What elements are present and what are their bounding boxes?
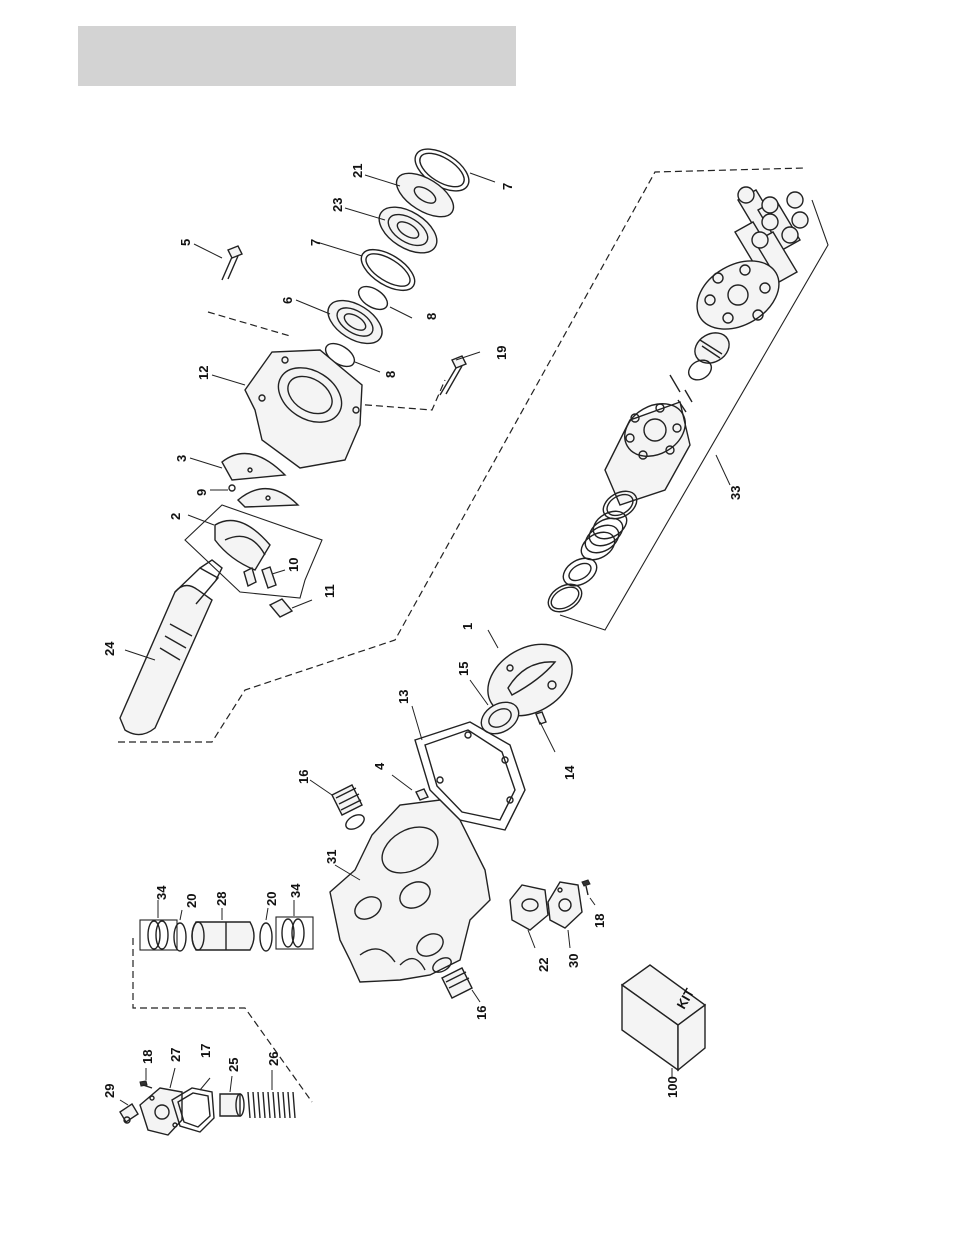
part-25-plug bbox=[220, 1094, 244, 1116]
callout-28: 28 bbox=[214, 892, 229, 906]
part-33-cylinder-block bbox=[605, 393, 695, 505]
part-18-screw-right bbox=[582, 880, 590, 895]
part-5-bolt bbox=[222, 246, 242, 280]
part-20-oring-right bbox=[260, 923, 272, 951]
callout-1: 1 bbox=[460, 623, 475, 630]
part-33-ball-guide bbox=[689, 327, 734, 369]
callout-19: 19 bbox=[494, 346, 509, 360]
callout-14: 14 bbox=[562, 765, 577, 780]
callout-8-lower: 8 bbox=[383, 371, 398, 378]
callout-25: 25 bbox=[226, 1058, 241, 1072]
callout-11: 11 bbox=[322, 584, 337, 598]
callout-10: 10 bbox=[286, 558, 301, 572]
part-34-rings-right bbox=[282, 919, 304, 947]
part-16-plug-bottom bbox=[430, 955, 472, 998]
part-4-pin bbox=[416, 789, 428, 800]
callout-30: 30 bbox=[566, 954, 581, 968]
dashed-group-line-shaft bbox=[118, 168, 805, 742]
callout-24: 24 bbox=[102, 641, 117, 656]
callout-33: 33 bbox=[728, 486, 743, 500]
callout-5: 5 bbox=[178, 239, 193, 246]
part-31-main-housing bbox=[330, 800, 490, 982]
callout-26: 26 bbox=[266, 1052, 281, 1066]
callout-6: 6 bbox=[280, 297, 295, 304]
part-10-pin bbox=[262, 567, 276, 588]
callout-27: 27 bbox=[168, 1048, 183, 1062]
callout-100: 100 bbox=[665, 1076, 680, 1098]
dashed-group-line-left bbox=[133, 938, 312, 1102]
callout-7-lower: 7 bbox=[308, 239, 323, 246]
callout-8-upper: 8 bbox=[424, 313, 439, 320]
callout-13: 13 bbox=[396, 690, 411, 704]
callout-4: 4 bbox=[372, 762, 387, 770]
part-16-plug-top bbox=[332, 785, 367, 832]
part-24-drive-shaft bbox=[120, 560, 222, 735]
part-2-swashplate-group bbox=[185, 505, 322, 598]
callout-12: 12 bbox=[196, 366, 211, 380]
part-12-housing bbox=[245, 350, 362, 468]
part-28-spool-sleeve bbox=[192, 922, 254, 950]
callout-20-left: 20 bbox=[184, 894, 199, 908]
callout-16-top: 16 bbox=[296, 770, 311, 784]
part-29-fitting bbox=[120, 1104, 138, 1123]
callout-20-right: 20 bbox=[264, 892, 279, 906]
callout-3: 3 bbox=[174, 455, 189, 462]
callout-21: 21 bbox=[350, 164, 365, 178]
part-3-insert-second bbox=[238, 489, 298, 507]
callout-22: 22 bbox=[536, 958, 551, 972]
part-18-screw-left bbox=[140, 1081, 152, 1088]
callout-29: 29 bbox=[102, 1084, 117, 1098]
part-33-spring-stack bbox=[576, 506, 631, 566]
callout-31: 31 bbox=[324, 850, 339, 864]
part-19-bolt bbox=[440, 356, 466, 395]
part-11-block bbox=[270, 599, 292, 617]
callout-17: 17 bbox=[198, 1044, 213, 1058]
callout-2: 2 bbox=[168, 513, 183, 520]
part-26-spring bbox=[248, 1092, 295, 1118]
callout-7-top: 7 bbox=[500, 183, 515, 190]
part-22-cover bbox=[510, 885, 548, 930]
callout-34-right: 34 bbox=[288, 883, 303, 898]
part-20-oring-left bbox=[174, 923, 186, 951]
callout-23: 23 bbox=[330, 198, 345, 212]
callout-15: 15 bbox=[456, 662, 471, 676]
part-9-pin bbox=[229, 485, 235, 491]
callout-18-left: 18 bbox=[140, 1050, 155, 1064]
part-14-pin bbox=[536, 712, 546, 724]
callout-9: 9 bbox=[194, 489, 209, 496]
part-30-cover-plate bbox=[548, 882, 582, 928]
part-34-rings-left bbox=[148, 921, 168, 949]
part-100-kit-box: KIT bbox=[622, 965, 705, 1070]
callout-16-bottom: 16 bbox=[474, 1006, 489, 1020]
part-3-swashplate-insert bbox=[222, 454, 285, 480]
callout-34-left: 34 bbox=[154, 885, 169, 900]
callout-18-right: 18 bbox=[592, 914, 607, 928]
